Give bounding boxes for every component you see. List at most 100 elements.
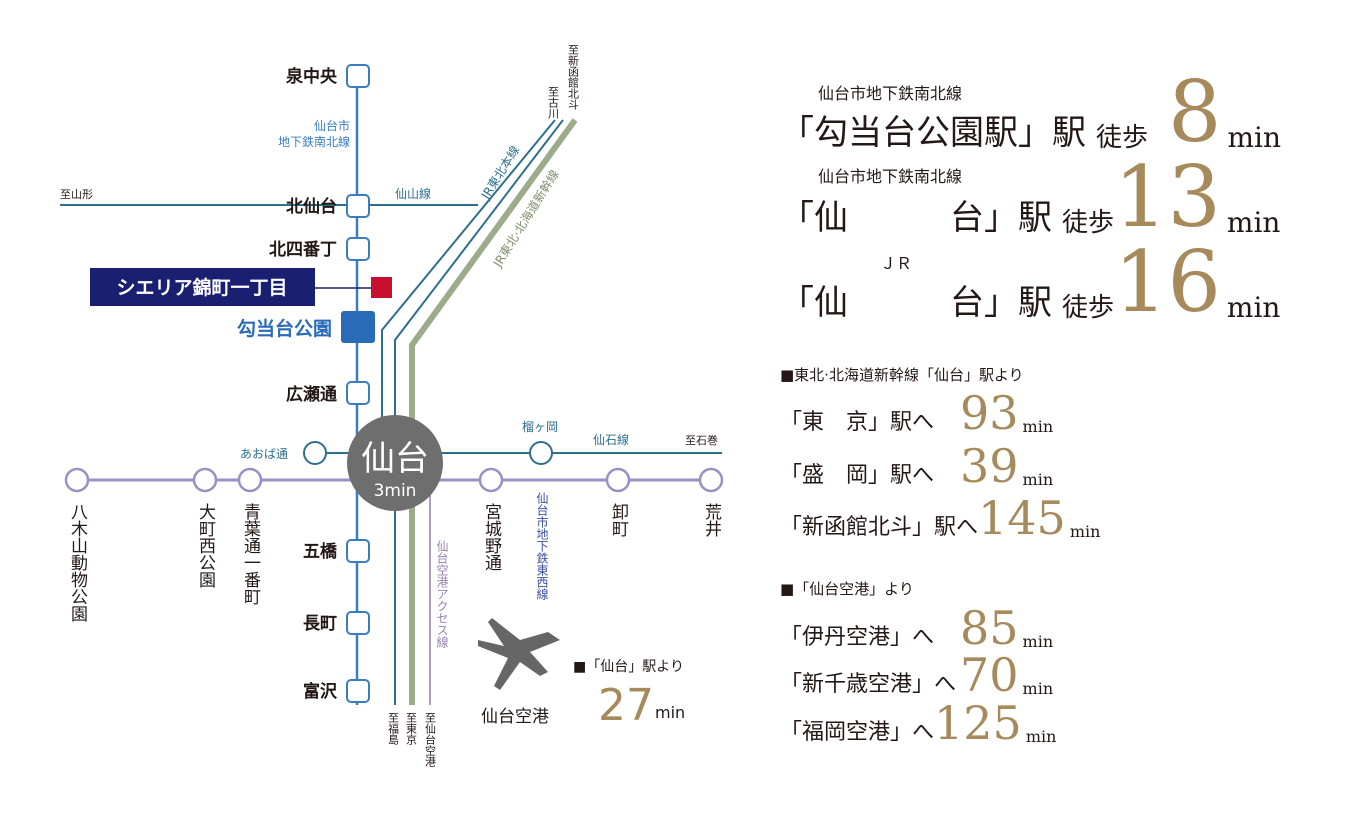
row3-walk: 徒歩 bbox=[1062, 293, 1115, 323]
station-marker bbox=[605, 467, 631, 493]
hub-time: 3min bbox=[374, 481, 417, 501]
row1-time: 8 bbox=[1168, 63, 1222, 161]
shinkansen-row1-unit: min bbox=[1022, 417, 1054, 436]
station-omachi-nishi: 大町西公園 bbox=[195, 503, 216, 588]
row1-walk: 徒歩 bbox=[1096, 123, 1149, 153]
row1-unit: min bbox=[1227, 121, 1282, 154]
station-kita-yonbancho: 北四番丁 bbox=[269, 240, 337, 260]
row2-time: 13 bbox=[1114, 148, 1221, 246]
route-map: 仙台 3min 泉中央 北仙台 北四番丁 勾当台公園 広瀬通 五橋 長町 富沢 … bbox=[60, 44, 724, 767]
station-marker bbox=[346, 539, 370, 563]
airport-row1-label: 「伊丹空港」へ bbox=[780, 625, 935, 650]
jr-tohoku-line-a bbox=[381, 119, 556, 420]
property-name: シエリア錦町一丁目 bbox=[116, 276, 287, 299]
shinkansen-row-3: 「新函館北斗」駅へ 145 min bbox=[780, 495, 1100, 541]
dir-furukawa: 至古川 bbox=[547, 86, 560, 119]
station-tomizawa: 富沢 bbox=[303, 681, 338, 702]
aoba-dori-name: あおば通 bbox=[240, 447, 288, 461]
station-hirosedori: 広瀬通 bbox=[286, 384, 337, 405]
shinkansen-row1-label: 「東 京」駅へ bbox=[780, 410, 935, 435]
airport-time-unit: min bbox=[655, 703, 685, 722]
senseki-label: 仙石線 bbox=[593, 432, 629, 447]
station-kita-sendai: 北仙台 bbox=[286, 196, 337, 217]
shinkansen-row2-time: 39 bbox=[960, 439, 1019, 493]
shinkansen-row-1: 「東 京」駅へ 93 min bbox=[780, 390, 1053, 436]
shinkansen-row3-time: 145 bbox=[978, 491, 1066, 545]
namboku-label-1: 仙台市 bbox=[314, 118, 350, 133]
shinkansen-row1-time: 93 bbox=[960, 386, 1019, 440]
row3-line: ＪＲ bbox=[880, 254, 913, 273]
row2-line: 仙台市地下鉄南北線 bbox=[818, 167, 963, 186]
station-itsutsubashi: 五橋 bbox=[303, 541, 338, 562]
row1-station: 「勾当台公園駅」駅 bbox=[780, 113, 1086, 153]
dir-shin-hakodate: 至新函館北斗 bbox=[567, 44, 580, 110]
station-marker bbox=[64, 467, 90, 493]
dir-airport: 至仙台空港 bbox=[424, 712, 437, 767]
airport-from-label: ■「仙台」駅より bbox=[573, 659, 684, 675]
dir-tokyo: 至東京 bbox=[405, 712, 418, 746]
shinkansen-line bbox=[409, 118, 578, 705]
station-aoba-ichibancho: 青葉通一番町 bbox=[240, 503, 261, 605]
station-kotodai-koen: 勾当台公園 bbox=[237, 317, 332, 340]
airport-row2-unit: min bbox=[1022, 679, 1054, 698]
jr-tohoku-line-b bbox=[394, 119, 564, 705]
station-arai: 荒井 bbox=[701, 503, 722, 537]
airport-row3-label: 「福岡空港」へ bbox=[780, 720, 935, 745]
airport-line-label: 仙台空港アクセス線 bbox=[435, 540, 449, 648]
station-marker bbox=[529, 441, 553, 465]
station-marker bbox=[698, 467, 724, 493]
station-marker bbox=[346, 381, 370, 405]
station-oroshimachi: 卸町 bbox=[608, 503, 629, 537]
row3-time: 16 bbox=[1114, 233, 1221, 331]
tsutsujigaoka-name: 榴ヶ岡 bbox=[522, 420, 558, 434]
airport-heading: ■「仙台空港」より bbox=[780, 580, 914, 598]
senzan-label: 仙山線 bbox=[395, 186, 431, 201]
hub-name: 仙台 bbox=[361, 439, 429, 479]
airplane-icon bbox=[478, 618, 560, 690]
row2-unit: min bbox=[1226, 206, 1281, 239]
airport-row3-time: 125 bbox=[934, 696, 1022, 750]
property-marker bbox=[371, 277, 392, 298]
airport-row1-time: 85 bbox=[960, 601, 1019, 655]
row3-station: 「仙 台」駅 bbox=[780, 283, 1052, 323]
property-box bbox=[90, 268, 315, 306]
access-row-3: 「仙 台」駅 徒歩 16 min bbox=[780, 240, 1280, 324]
airport-time: 27 bbox=[598, 680, 654, 731]
dir-ishinomaki: 至石巻 bbox=[685, 434, 718, 447]
shinkansen-row-2: 「盛 岡」駅へ 39 min bbox=[780, 443, 1053, 489]
shinkansen-row2-label: 「盛 岡」駅へ bbox=[780, 463, 935, 488]
namboku-label-2: 地下鉄南北線 bbox=[278, 134, 350, 149]
station-marker bbox=[478, 467, 504, 493]
shinkansen-heading: ■東北·北海道新幹線「仙台」駅より bbox=[780, 366, 1024, 384]
station-marker bbox=[237, 467, 263, 493]
row2-walk: 徒歩 bbox=[1062, 208, 1115, 238]
kotodai-koen-marker bbox=[341, 311, 375, 343]
row1-line: 仙台市地下鉄南北線 bbox=[818, 84, 963, 103]
station-marker bbox=[346, 611, 370, 635]
airport-row-2: 「新千歳空港」へ 70 min bbox=[780, 652, 1053, 698]
airport-row3-unit: min bbox=[1025, 727, 1057, 746]
tozai-label: 仙台市地下鉄東西線 bbox=[535, 492, 549, 600]
station-izumi-chuo: 泉中央 bbox=[285, 66, 338, 87]
station-marker bbox=[346, 64, 370, 88]
jr-tohoku-label: JR東北本線 bbox=[477, 143, 522, 203]
shinkansen-row2-unit: min bbox=[1022, 470, 1054, 489]
row2-station: 「仙 台」駅 bbox=[780, 198, 1052, 238]
shinkansen-row3-label: 「新函館北斗」駅へ bbox=[780, 515, 979, 540]
airport-row2-label: 「新千歳空港」へ bbox=[780, 672, 957, 697]
access-row-2: 「仙 台」駅 徒歩 13 min bbox=[780, 155, 1280, 239]
dir-fukushima: 至福島 bbox=[387, 712, 400, 746]
sendai-hub bbox=[347, 415, 443, 511]
shinkansen-row3-unit: min bbox=[1069, 522, 1101, 541]
airport-row-1: 「伊丹空港」へ 85 min bbox=[780, 605, 1053, 651]
station-marker bbox=[303, 441, 327, 465]
station-nagamachi: 長町 bbox=[303, 614, 337, 634]
airport-row1-unit: min bbox=[1022, 632, 1054, 651]
station-marker bbox=[346, 194, 370, 218]
station-miyagino-dori: 宮城野通 bbox=[481, 503, 502, 571]
airport-row-3: 「福岡空港」へ 125 min bbox=[780, 700, 1056, 746]
dir-yamagata: 至山形 bbox=[60, 188, 93, 201]
access-row-1: 「勾当台公園駅」駅 徒歩 8 min bbox=[780, 70, 1281, 154]
station-marker bbox=[346, 237, 370, 261]
airport-row2-time: 70 bbox=[960, 648, 1019, 702]
